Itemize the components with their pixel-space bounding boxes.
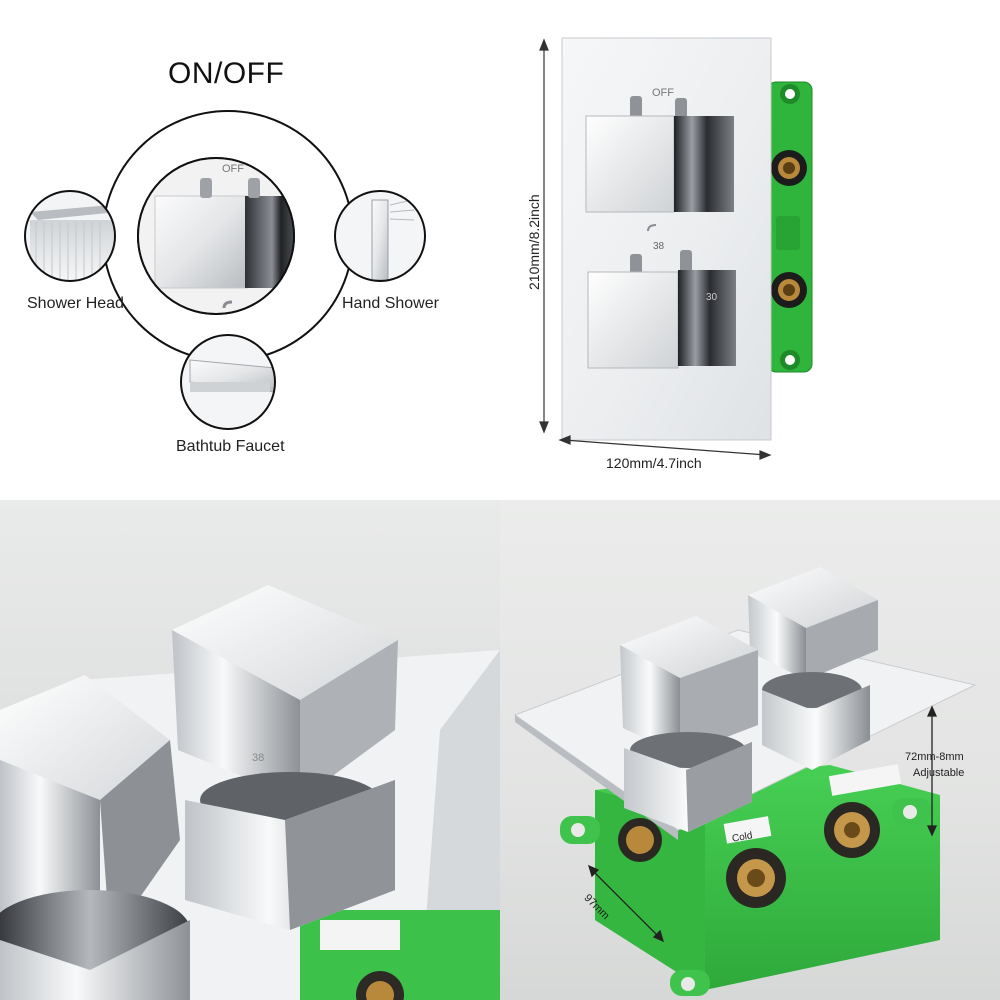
bathtub-faucet-label: Bathtub Faucet [176,438,285,455]
hand-shower-circle [334,190,426,282]
closeup-art [0,585,500,1000]
height-dimension-line [539,38,549,434]
install-depth-photo: 72mm-8mm Adjustable 97mm Cold [500,500,1000,1000]
width-dimension-label: 120mm/4.7inch [606,455,702,471]
shower-head-label: Shower Head [27,295,124,312]
height-dimension-label: 210mm/8.2inch [526,194,542,290]
width-dimension-line [558,435,772,460]
depth-adjust-dimension-line [926,705,938,837]
plate-temp-mark: 30 [706,292,718,303]
hand-shower-label: Hand Shower [342,295,439,312]
bathtub-faucet-circle [180,334,276,430]
diagram-title: ON/OFF [168,57,285,90]
knob-closeup-photo: 38 [0,500,500,1000]
depth-adjust-label: 72mm-8mm [905,751,964,763]
diverter-knob [585,96,734,213]
shower-head-circle [24,190,116,282]
mounting-box [767,81,813,373]
install-art [513,567,977,996]
function-diagram-panel: ON/OFF OFF Shower Head Hand Shower Batht… [0,0,500,500]
box-depth-dimension-line [587,864,665,943]
function-diagram-art [24,110,426,430]
plate-temp-label: 38 [653,241,665,252]
plate-off-label: OFF [652,87,674,99]
valve-off-label: OFF [222,163,244,175]
closeup-scale-label: 38 [252,752,265,764]
thermostat-knob [587,250,736,369]
valve-closeup-circle [137,157,295,315]
adjustable-label: Adjustable [913,767,965,779]
dimension-art [539,37,813,460]
dimension-panel: OFF 38 30 210mm/8.2inch 120mm/4.7inch [500,0,1000,500]
cover-plate [561,37,772,441]
